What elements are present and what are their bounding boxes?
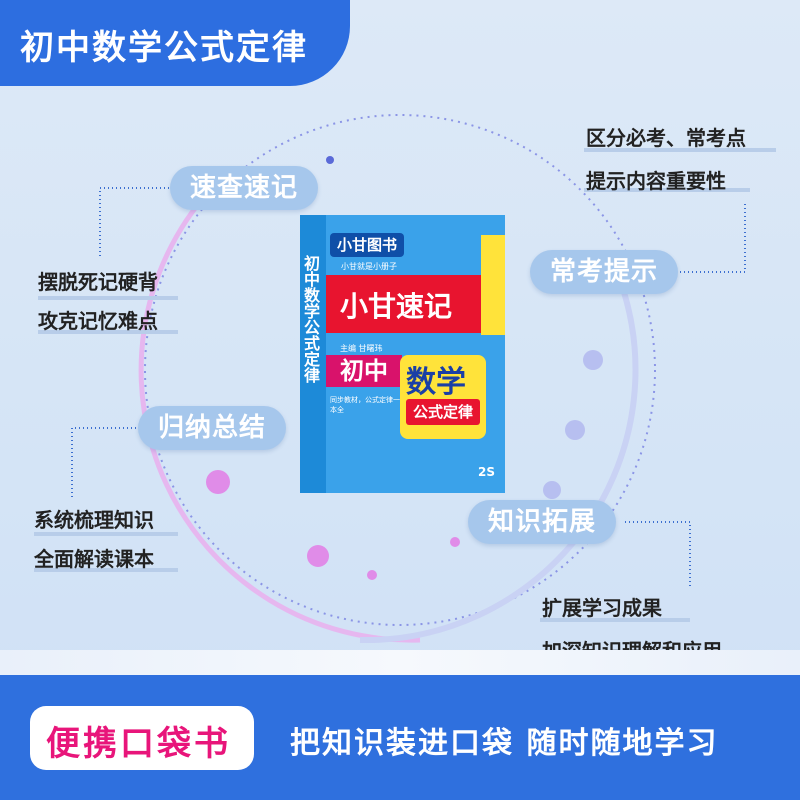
feature-pill-quick-recall: 速查速记: [170, 166, 319, 210]
connector: [625, 521, 691, 588]
connector: [71, 427, 140, 500]
header-banner: [0, 0, 350, 86]
dot: [307, 545, 329, 567]
connector: [680, 202, 746, 273]
dot: [583, 350, 603, 370]
book-author: 主编 甘曙玮: [340, 344, 383, 353]
note-line: 扩展学习成果: [542, 596, 662, 620]
book-level: 初中: [326, 355, 402, 387]
note-line: 系统梳理知识: [34, 508, 154, 532]
dot: [206, 470, 230, 494]
feature-notes-summary: 系统梳理知识 全面解读课本: [34, 504, 154, 572]
book-subject: 数学: [406, 365, 466, 400]
book-tagline: 同步教材，公式定律一本全: [330, 396, 400, 414]
footer-badge: [30, 706, 254, 770]
feature-pill-exam-tips: 常考提示: [530, 250, 679, 294]
dot: [543, 481, 561, 499]
note-line: 全面解读课本: [34, 547, 154, 571]
page-title: 初中数学公式定律: [20, 28, 308, 68]
book-spine-title: 初中数学公式定律: [301, 255, 320, 383]
dotted-ring-outer: [144, 114, 656, 626]
feature-notes-exam-tips: 区分必考、常考点 提示内容重要性: [586, 122, 746, 194]
arc-pink: [138, 188, 421, 643]
note-line: 攻克记忆难点: [38, 309, 158, 333]
connector: [99, 187, 185, 258]
feature-pill-summary: 归纳总结: [138, 406, 287, 450]
feature-pill-extension: 知识拓展: [468, 500, 617, 544]
note-line: 摆脱死记硬背: [38, 270, 158, 294]
dot: [565, 420, 585, 440]
book-subject-box: [400, 355, 486, 439]
divider-band: [0, 650, 800, 675]
book-edition: 2S: [478, 465, 495, 479]
book-title-band: [326, 275, 481, 333]
dot: [367, 570, 377, 580]
note-line: 提示内容重要性: [586, 169, 726, 193]
footer-slogan: 把知识装进口袋 随时随地学习: [290, 726, 719, 761]
book-front: [326, 215, 505, 493]
dot: [326, 156, 334, 164]
book-brand: 小甘图书: [330, 233, 404, 257]
book-side-band: [481, 235, 505, 335]
book-cover-image: 初中数学公式定律 小甘图书 小甘就是小册子 小甘速记 主编 甘曙玮 初中 数学 …: [300, 215, 505, 493]
feature-notes-quick-recall: 摆脱死记硬背 攻克记忆难点: [38, 266, 158, 334]
book-spine: 初中数学公式定律: [300, 215, 326, 493]
note-line: 区分必考、常考点: [586, 126, 746, 150]
book-series: 小甘速记: [340, 290, 453, 323]
book-brand-sub: 小甘就是小册子: [341, 262, 397, 271]
book-topic: 公式定律: [406, 399, 480, 425]
footer-badge-text: 便携口袋书: [46, 724, 231, 764]
dot: [450, 537, 460, 547]
